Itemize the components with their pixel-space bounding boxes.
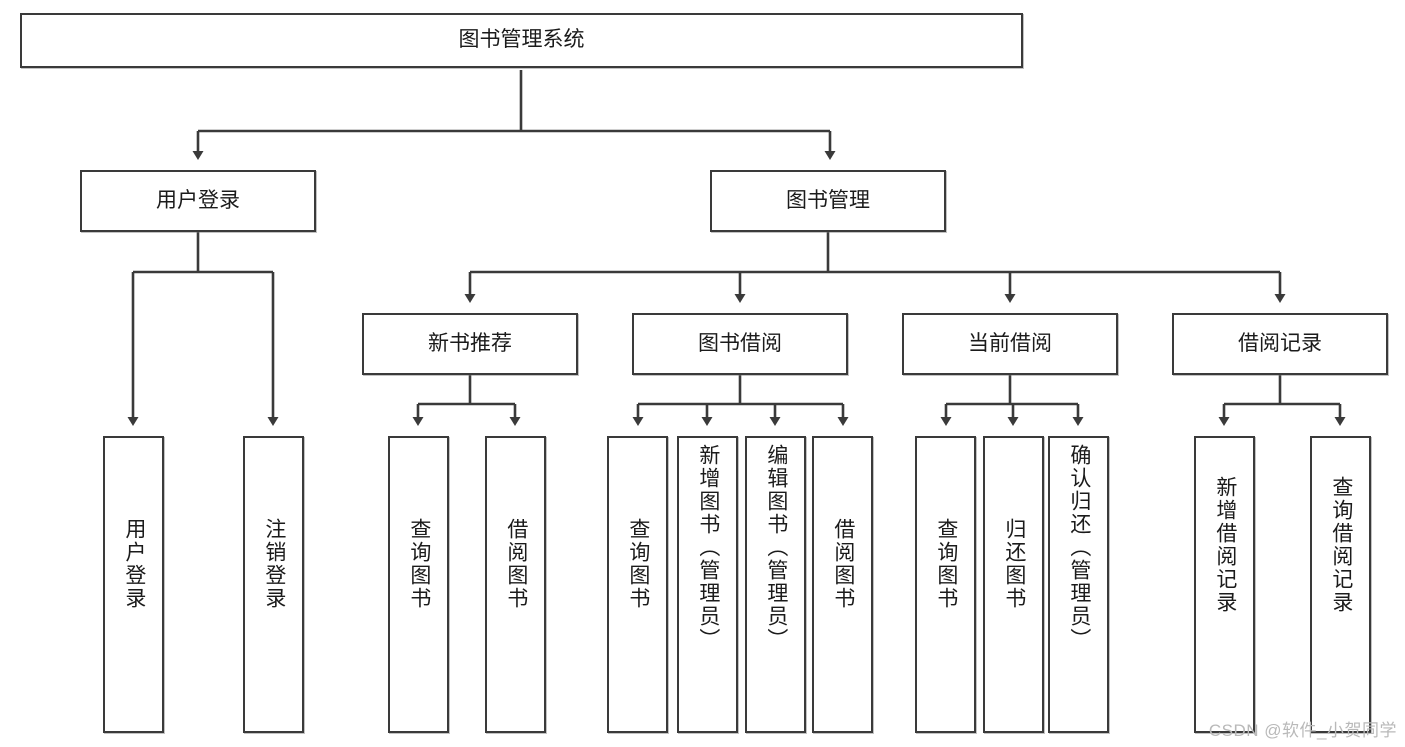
node-borrow-record-label: 借阅记录 bbox=[1238, 331, 1322, 355]
node-user-login[interactable]: 用户登录 bbox=[80, 170, 316, 232]
node-user-login-label: 用户登录 bbox=[156, 188, 240, 212]
node-leaf-return-book-label: 归还图书 bbox=[1002, 518, 1026, 610]
node-new-book-rec-label: 新书推荐 bbox=[428, 331, 512, 355]
node-borrow-record[interactable]: 借阅记录 bbox=[1172, 313, 1388, 375]
node-leaf-query-book-1-label: 查询图书 bbox=[407, 518, 431, 610]
node-leaf-edit-book[interactable]: 编辑图书（管理员） bbox=[745, 436, 806, 733]
node-leaf-query-book-2[interactable]: 查询图书 bbox=[607, 436, 668, 733]
node-leaf-add-book-label: 新增图书（管理员） bbox=[696, 444, 720, 651]
node-current-borrow-label: 当前借阅 bbox=[968, 331, 1052, 355]
node-leaf-borrow-book-1-label: 借阅图书 bbox=[504, 518, 528, 610]
node-leaf-borrow-book-1[interactable]: 借阅图书 bbox=[485, 436, 546, 733]
node-leaf-confirm-return-label: 确认归还（管理员） bbox=[1067, 444, 1091, 651]
node-leaf-query-record-label: 查询借阅记录 bbox=[1329, 476, 1353, 614]
node-leaf-confirm-return[interactable]: 确认归还（管理员） bbox=[1048, 436, 1109, 733]
csdn-watermark: CSDN @软件_小贺同学 bbox=[1208, 721, 1397, 740]
node-book-manage-label: 图书管理 bbox=[786, 188, 870, 212]
node-book-borrow-label: 图书借阅 bbox=[698, 331, 782, 355]
node-leaf-query-record[interactable]: 查询借阅记录 bbox=[1310, 436, 1371, 733]
node-root-label: 图书管理系统 bbox=[458, 28, 585, 52]
node-leaf-query-book-2-label: 查询图书 bbox=[626, 518, 650, 610]
node-leaf-add-record-label: 新增借阅记录 bbox=[1213, 476, 1237, 614]
node-leaf-borrow-book-2[interactable]: 借阅图书 bbox=[812, 436, 873, 733]
node-leaf-query-book-3-label: 查询图书 bbox=[934, 518, 958, 610]
node-root[interactable]: 图书管理系统 bbox=[20, 13, 1023, 68]
node-leaf-logout[interactable]: 注销登录 bbox=[243, 436, 304, 733]
node-leaf-return-book[interactable]: 归还图书 bbox=[983, 436, 1044, 733]
node-book-manage[interactable]: 图书管理 bbox=[710, 170, 946, 232]
node-leaf-user-login-label: 用户登录 bbox=[122, 518, 146, 610]
node-current-borrow[interactable]: 当前借阅 bbox=[902, 313, 1118, 375]
node-leaf-add-record[interactable]: 新增借阅记录 bbox=[1194, 436, 1255, 733]
node-leaf-logout-label: 注销登录 bbox=[262, 518, 286, 610]
node-leaf-edit-book-label: 编辑图书（管理员） bbox=[764, 444, 788, 651]
node-leaf-user-login[interactable]: 用户登录 bbox=[103, 436, 164, 733]
node-new-book-rec[interactable]: 新书推荐 bbox=[362, 313, 578, 375]
node-leaf-borrow-book-2-label: 借阅图书 bbox=[831, 518, 855, 610]
node-leaf-add-book[interactable]: 新增图书（管理员） bbox=[677, 436, 738, 733]
node-leaf-query-book-1[interactable]: 查询图书 bbox=[388, 436, 449, 733]
node-book-borrow[interactable]: 图书借阅 bbox=[632, 313, 848, 375]
node-leaf-query-book-3[interactable]: 查询图书 bbox=[915, 436, 976, 733]
